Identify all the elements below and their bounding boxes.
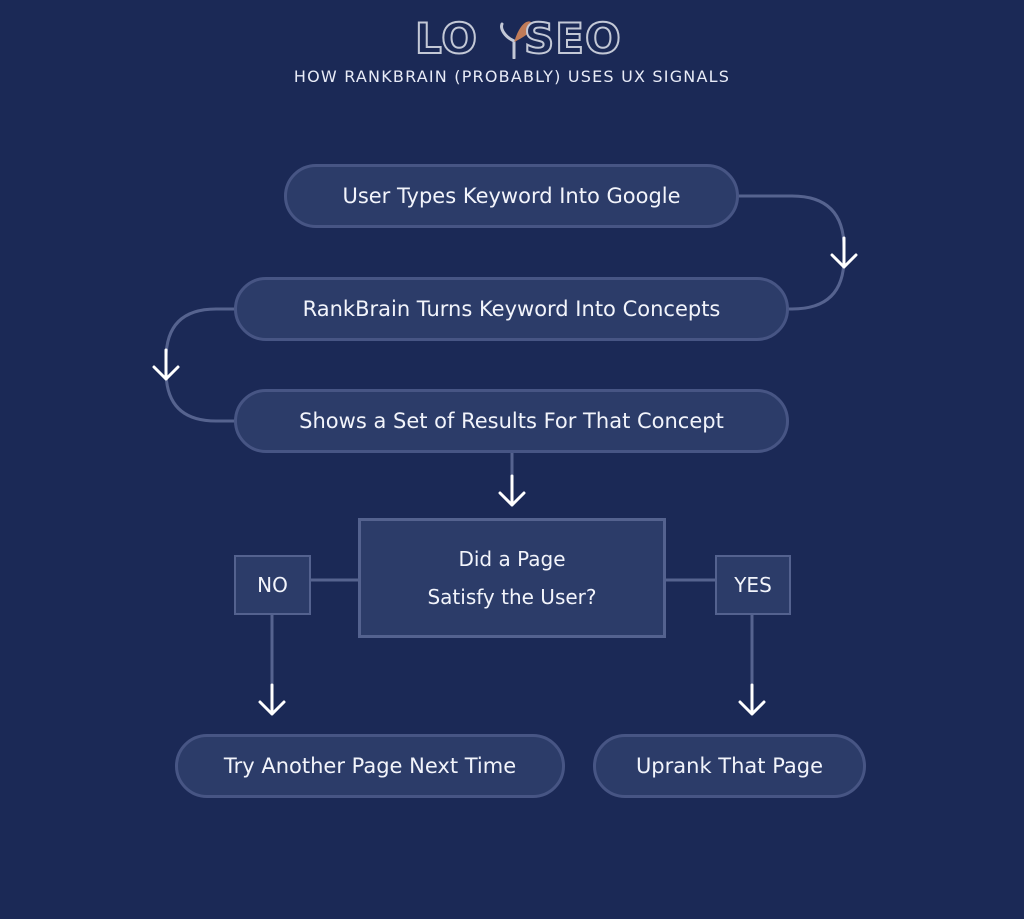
page-subtitle: HOW RANKBRAIN (PROBABLY) USES UX SIGNALS — [293, 67, 731, 86]
logo-right-text: SEO — [523, 14, 622, 63]
arrow-down-icon — [738, 683, 766, 716]
decision-satisfy-user: Did a Page Satisfy the User? — [358, 518, 666, 638]
arrow-down-icon — [498, 474, 526, 507]
step-shows-results-label: Shows a Set of Results For That Concept — [299, 409, 724, 433]
branch-no-text: NO — [257, 573, 288, 597]
logo-left-text: LO — [414, 14, 478, 63]
result-uprank-page-label: Uprank That Page — [635, 754, 824, 778]
arrow-down-icon — [152, 348, 180, 381]
arrow-down-icon — [830, 236, 858, 269]
step-rankbrain-concepts-label: RankBrain Turns Keyword Into Concepts — [302, 297, 721, 321]
result-uprank-page: Uprank That Page — [593, 734, 866, 798]
result-try-another-page-label: Try Another Page Next Time — [223, 754, 517, 778]
step-shows-results: Shows a Set of Results For That Concept — [234, 389, 789, 453]
step-user-types-keyword-label: User Types Keyword Into Google — [342, 184, 681, 208]
branch-yes-label: YES — [715, 555, 791, 615]
step-user-types-keyword: User Types Keyword Into Google — [284, 164, 739, 228]
logo: LO SEO — [414, 14, 622, 63]
step-rankbrain-concepts: RankBrain Turns Keyword Into Concepts — [234, 277, 789, 341]
branch-yes-text: YES — [734, 573, 772, 597]
result-try-another-page: Try Another Page Next Time — [175, 734, 565, 798]
connector-step2-step3 — [164, 307, 236, 423]
branch-no-label: NO — [234, 555, 311, 615]
decision-label-line2: Satisfy the User? — [427, 585, 597, 609]
arrow-down-icon — [258, 683, 286, 716]
decision-label-line1: Did a Page — [458, 547, 566, 571]
heart-logo-icon — [500, 21, 533, 59]
